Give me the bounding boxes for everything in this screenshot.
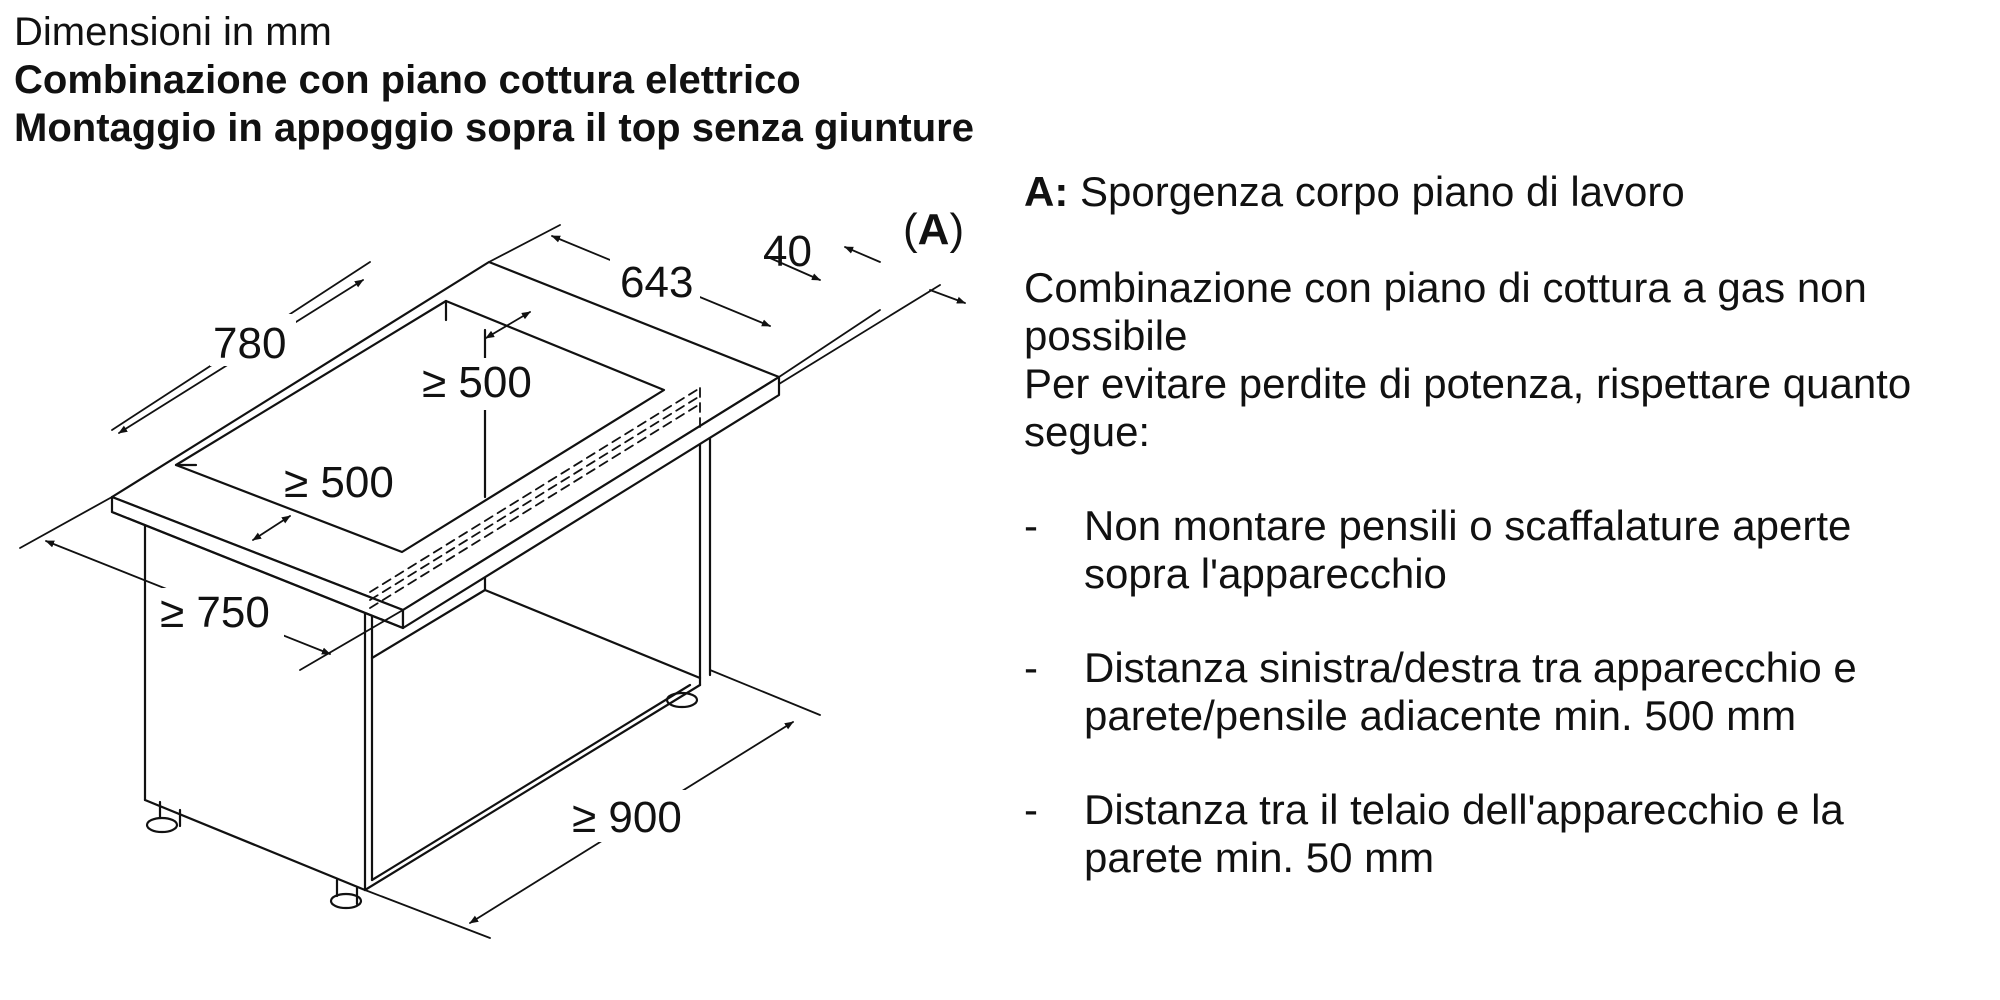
- bullet-text: Distanza tra il telaio dell'apparecchio …: [1084, 786, 1844, 881]
- legend-text-a: Sporgenza corpo piano di lavoro: [1080, 168, 1685, 215]
- legend-item-a: A: Sporgenza corpo piano di lavoro: [1024, 168, 1984, 216]
- diagram-title-mounting: Montaggio in appoggio sopra il top senza…: [14, 106, 974, 150]
- legend: A: Sporgenza corpo piano di lavoro Combi…: [1024, 168, 1984, 456]
- dim-cabinet-width-label: ≥ 900: [572, 793, 682, 842]
- dim-clearance-left-label: ≥ 500: [284, 458, 394, 507]
- dim-overhang-label: 40: [763, 227, 812, 276]
- bullet-dash: -: [1024, 786, 1038, 833]
- diagram-title-combination: Combinazione con piano cottura elettrico: [14, 58, 801, 102]
- dim-depth-label: 780: [213, 319, 286, 368]
- dim-width-label: 643: [620, 258, 693, 307]
- note-gas-combination: Combinazione con piano di cottura a gas …: [1024, 264, 1867, 359]
- bullet-text: Non montare pensili o scaffalature apert…: [1084, 502, 1852, 597]
- note-performance: Per evitare perdite di potenza, rispetta…: [1024, 360, 1912, 455]
- bullet-dash: -: [1024, 644, 1038, 691]
- legend-key-a: A:: [1024, 168, 1069, 215]
- bullet-text: Distanza sinistra/destra tra apparecchio…: [1084, 644, 1857, 739]
- dim-cabinet-depth-label: ≥ 750: [160, 588, 270, 637]
- label-a: (A): [903, 205, 964, 254]
- label-a-letter: A: [918, 205, 950, 254]
- dim-clearance-back-label: ≥ 500: [422, 358, 532, 407]
- bullet-dash: -: [1024, 502, 1038, 549]
- downdraft-hidden-lines: [369, 387, 701, 609]
- diagram-subtitle-units: Dimensioni in mm: [14, 10, 332, 54]
